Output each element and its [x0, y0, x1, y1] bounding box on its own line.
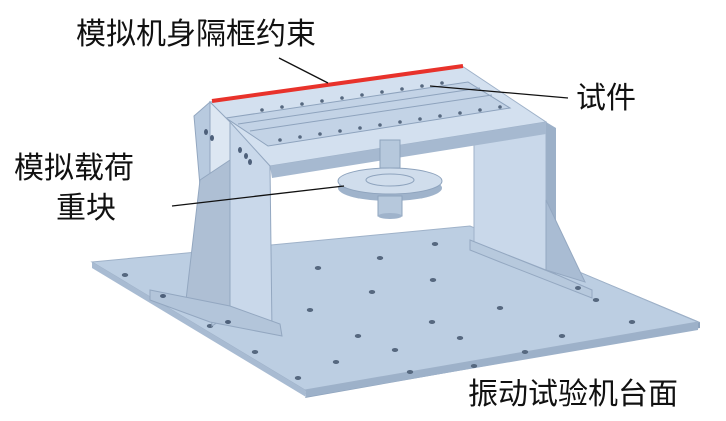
bolt-hole [496, 306, 504, 310]
bolt-hole [406, 370, 414, 374]
mass-disc-top [337, 167, 443, 195]
bolt-hole [431, 242, 439, 246]
specimen-strip [224, 81, 512, 147]
mass-upper-shaft [379, 139, 401, 169]
bolt-hole [428, 320, 436, 324]
bolt-hole [314, 266, 322, 270]
left-gusset [185, 159, 231, 311]
table-plate-left-edge [92, 262, 306, 397]
label-mass-line2: 重块 [56, 191, 116, 226]
leader-constraint [278, 57, 329, 84]
bolt-hole [332, 360, 340, 364]
table-plate-front-edge [305, 322, 698, 397]
constraint-line [211, 64, 464, 103]
leader-mass [171, 185, 345, 207]
label-constraint: 模拟机身隔框约束 [76, 17, 316, 52]
specimen-groove [249, 94, 493, 132]
right-gusset [545, 199, 586, 283]
bolt-hole [456, 336, 464, 340]
mass-disc-ring [365, 173, 415, 187]
leader-lines [171, 57, 569, 207]
mass-lower-shaft-end [378, 213, 402, 219]
bolt-hole [592, 298, 600, 302]
mass-block [337, 139, 443, 219]
top-frame [208, 64, 548, 178]
bolt-hole [294, 376, 302, 380]
left-pillar [149, 100, 283, 337]
bolt-hole [376, 256, 384, 260]
top-bolt-holes [260, 81, 502, 142]
bolt-hole [354, 334, 362, 338]
bolt-hole [121, 273, 129, 277]
bolt-hole [368, 290, 376, 294]
right-foot [469, 239, 593, 299]
bolt-hole [470, 364, 478, 368]
bolt-hole [521, 350, 529, 354]
specimen-groove [237, 87, 481, 125]
top-beam-front [270, 122, 546, 178]
label-specimen: 试件 [576, 81, 636, 116]
leader-specimen [429, 85, 569, 99]
bolt-hole [558, 334, 566, 338]
bolt-hole [575, 286, 581, 290]
bolt-hole [306, 308, 314, 312]
left-foot [149, 289, 283, 337]
bolt-hole [391, 348, 399, 352]
left-pillar-holes [160, 129, 252, 324]
bolt-hole [628, 320, 636, 324]
bolt-hole [429, 278, 437, 282]
label-mass-line1: 模拟载荷 [14, 151, 134, 186]
bolt-hole [251, 350, 259, 354]
label-table: 振动试验机台面 [468, 377, 678, 412]
